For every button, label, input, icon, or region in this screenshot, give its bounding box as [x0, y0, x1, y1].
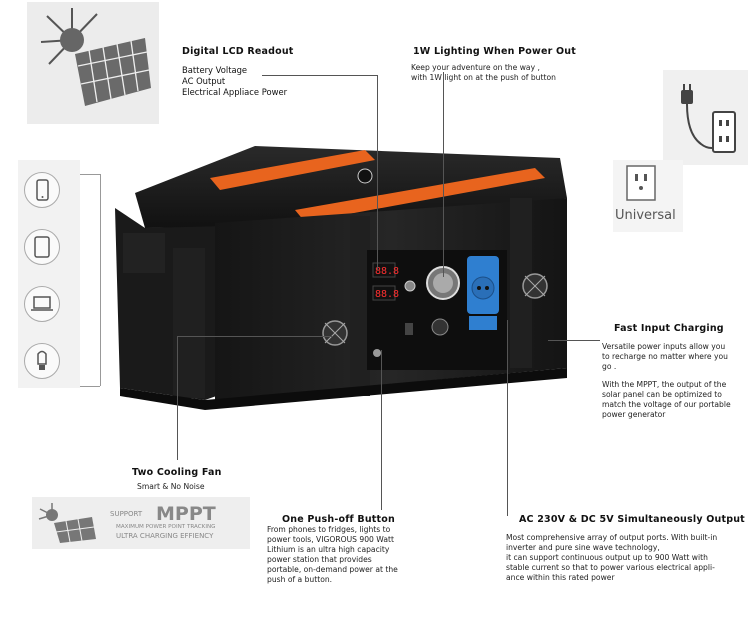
lcd-item: Battery Voltage	[182, 65, 248, 75]
mppt-badge: SUPPORT MPPT MAXIMUM POWER POINT TRACKIN…	[32, 497, 250, 549]
lcd-item: Electrical Appliace Power	[182, 87, 288, 97]
leader-lcd-v	[377, 75, 378, 270]
lcd-item: AC Output	[182, 76, 226, 86]
push-desc-line: power station that provides	[267, 555, 372, 564]
power-station-case: 88.8 88.8	[115, 146, 567, 410]
plug-socket-tile	[663, 70, 748, 165]
phone-icon	[24, 172, 60, 208]
svg-text:88.8: 88.8	[375, 266, 399, 277]
universal-label: Universal	[615, 208, 676, 223]
fast-title: Fast Input Charging	[614, 323, 724, 334]
mppt-line1: MAXIMUM POWER POINT TRACKING	[116, 524, 216, 530]
lighting-desc: Keep your adventure on the way , with 1W…	[411, 63, 556, 83]
mppt-support: SUPPORT	[110, 510, 143, 518]
solar-panel-tile	[27, 2, 159, 124]
push-desc-line: From phones to fridges, lights to	[267, 525, 391, 534]
lcd-items: Battery Voltage AC Output Electrical App…	[182, 65, 287, 98]
leader-fan-h	[177, 336, 332, 337]
push-desc-line: power tools, VIGOROUS 900 Watt	[267, 535, 394, 544]
fast-desc-2: With the MPPT, the output of the solar p…	[602, 380, 731, 420]
cooling-sub: Smart & No Noise	[137, 482, 205, 491]
leader-fast-h	[548, 340, 600, 341]
solar-panel-icon	[40, 8, 151, 106]
ac-desc-line: stable current so that to power various …	[506, 563, 715, 572]
bulb-icon	[24, 343, 60, 379]
fast-desc-line: to recharge no matter where you	[602, 352, 728, 361]
mppt-line2: ULTRA CHARGING EFFIENCY	[116, 532, 214, 540]
fast-desc-line: match the voltage of our portable	[602, 400, 731, 409]
bracket-tick	[80, 386, 100, 387]
push-desc-line: Lithium is an ultra high capacity	[267, 545, 390, 554]
ac-desc: Most comprehensive array of output ports…	[506, 533, 717, 583]
fast-desc-1: Versatile power inputs allow you to rech…	[602, 342, 728, 372]
plug-socket-icon	[681, 84, 736, 153]
universal-socket-icon	[626, 165, 656, 201]
fast-desc-line: With the MPPT, the output of the	[602, 380, 727, 389]
ac-title: AC 230V & DC 5V Simultaneously Output	[519, 514, 745, 525]
bracket-tick	[80, 174, 100, 175]
ac-desc-line: ance within this rated power	[506, 573, 615, 582]
leader-ac-v	[507, 320, 508, 516]
leader-light-v	[443, 72, 444, 277]
solar-panel-icon	[38, 503, 96, 543]
lighting-title: 1W Lighting When Power Out	[413, 46, 576, 57]
push-desc-line: portable, on-demand power at the	[267, 565, 398, 574]
tablet-icon	[24, 229, 60, 265]
push-desc-line: push of a button.	[267, 575, 333, 584]
mppt-big: MPPT	[156, 503, 216, 525]
universal-tile: Universal	[613, 160, 683, 232]
push-desc: From phones to fridges, lights to power …	[267, 525, 398, 585]
fast-desc-line: Versatile power inputs allow you	[602, 342, 726, 351]
lighting-desc-line: Keep your adventure on the way ,	[411, 63, 540, 72]
push-title: One Push-off Button	[282, 514, 395, 525]
leader-lcd-h	[262, 75, 377, 76]
ac-desc-line: it can support continuous output up to 9…	[506, 553, 708, 562]
fast-desc-line: solar panel can be optimized to	[602, 390, 722, 399]
ac-desc-line: inverter and pure sine wave technology,	[506, 543, 660, 552]
ac-desc-line: Most comprehensive array of output ports…	[506, 533, 718, 542]
leader-fan-v	[177, 336, 178, 460]
lighting-desc-line: with 1W light on at the push of button	[411, 73, 556, 82]
laptop-icon	[24, 286, 60, 322]
svg-text:88.8: 88.8	[375, 289, 399, 300]
leader-push-v	[381, 350, 382, 510]
lcd-title: Digital LCD Readout	[182, 46, 294, 57]
cooling-title: Two Cooling Fan	[132, 467, 222, 478]
fast-desc-line: power generator	[602, 410, 666, 419]
left-bracket-vertical	[100, 174, 101, 386]
fast-desc-line: go .	[602, 362, 617, 371]
